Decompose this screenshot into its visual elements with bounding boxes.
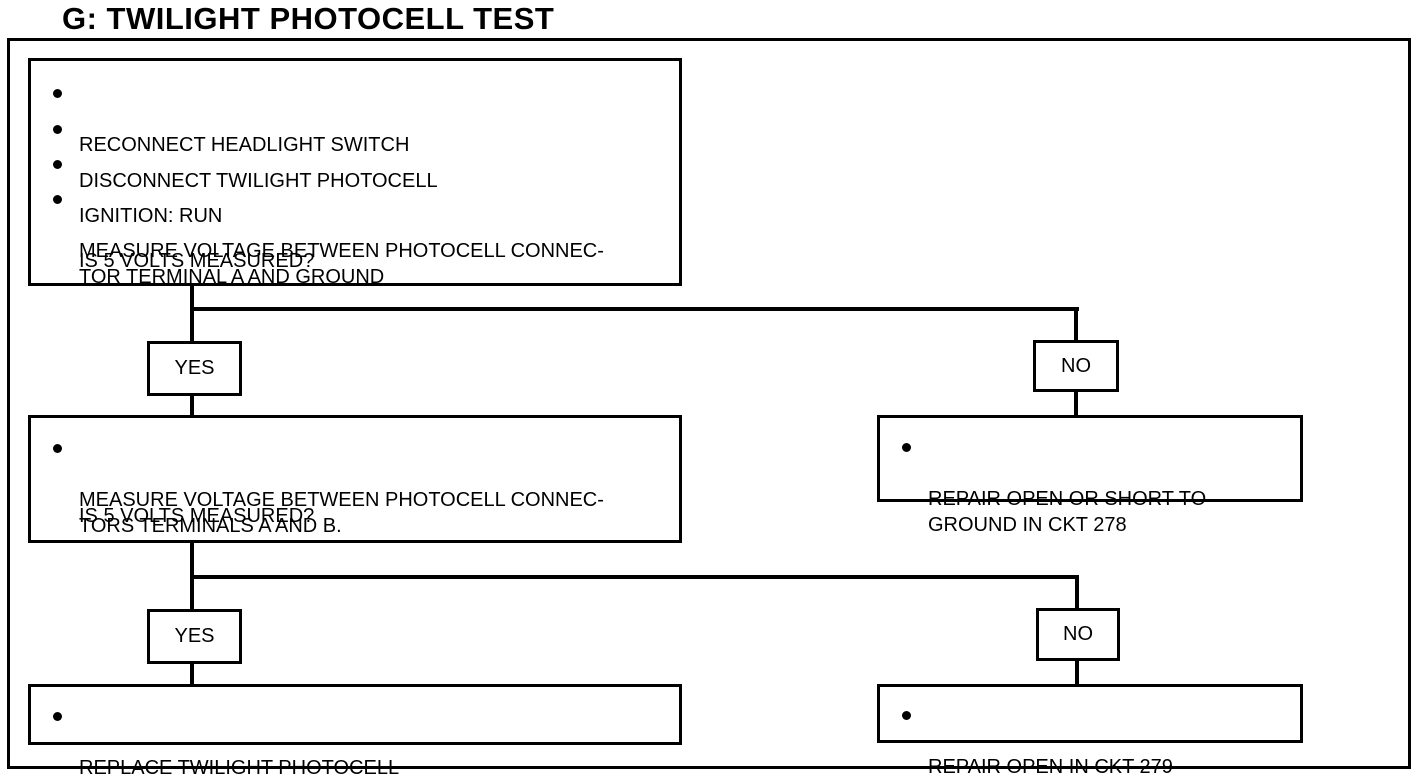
yes2-action-item: REPLACE TWILIGHT PHOTOCELL — [53, 703, 669, 781]
connector-no2-to-action — [1075, 659, 1079, 686]
connector-branch2-horizontal — [190, 575, 1079, 579]
connector-branch1-no-down — [1074, 307, 1078, 342]
connector-step1-down — [190, 284, 194, 342]
bullet-icon — [902, 443, 911, 452]
bullet-icon — [53, 89, 62, 98]
bullet-icon — [902, 711, 911, 720]
branch2-yes-label: YES — [147, 609, 242, 664]
step1-item: MEASURE VOLTAGE BETWEEN PHOTOCELL CONNEC… — [53, 186, 669, 290]
bullet-icon — [53, 125, 62, 134]
no2-action-box: REPAIR OPEN IN CKT 279 — [877, 684, 1303, 778]
connector-branch2-no-down — [1075, 575, 1079, 611]
connector-no1-to-action — [1074, 390, 1078, 417]
step2-box: MEASURE VOLTAGE BETWEEN PHOTOCELL CONNEC… — [28, 415, 682, 543]
step1-item: DISCONNECT TWILIGHT PHOTOCELL — [53, 116, 669, 194]
step2-question: IS 5 VOLTS MEASURED? — [79, 505, 315, 527]
step1-item: IGNITION: RUN — [53, 151, 669, 229]
bullet-icon — [53, 712, 62, 721]
connector-branch1-horizontal — [190, 307, 1079, 311]
no1-action-box: REPAIR OPEN OR SHORT TO GROUND IN CKT 27… — [877, 415, 1303, 536]
no1-action-item: REPAIR OPEN OR SHORT TO GROUND IN CKT 27… — [902, 434, 1288, 538]
branch1-no-label: NO — [1033, 340, 1119, 392]
step1-item: RECONNECT HEADLIGHT SWITCH — [53, 80, 669, 158]
diagram-title: G: TWILIGHT PHOTOCELL TEST — [62, 1, 555, 36]
branch2-no-label: NO — [1036, 608, 1120, 661]
step1-question: IS 5 VOLTS MEASURED? — [79, 250, 315, 272]
step1-box: RECONNECT HEADLIGHT SWITCH DISCONNECT TW… — [28, 58, 682, 288]
connector-yes2-to-action — [190, 662, 194, 686]
bullet-icon — [53, 444, 62, 453]
connector-yes1-to-step2 — [190, 394, 194, 418]
branch1-yes-label: YES — [147, 341, 242, 396]
bullet-icon — [53, 195, 62, 204]
bullet-icon — [53, 160, 62, 169]
step2-item: MEASURE VOLTAGE BETWEEN PHOTOCELL CONNEC… — [53, 435, 669, 539]
no2-action-item: REPAIR OPEN IN CKT 279 — [902, 702, 1288, 780]
yes2-action-box: REPLACE TWILIGHT PHOTOCELL — [28, 684, 682, 779]
diagram-frame — [7, 38, 1411, 769]
